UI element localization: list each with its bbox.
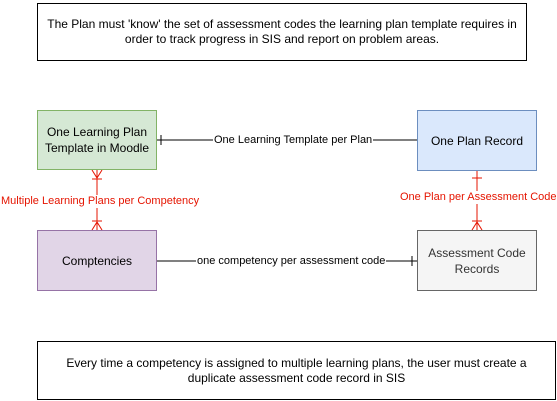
learning-plan-template-label: One Learning Plan Template in Moodle — [44, 125, 150, 155]
bottom-note: Every time a competency is assigned to m… — [37, 341, 556, 400]
assessment-code-records-label: Assessment Code Records — [428, 245, 526, 276]
competencies-label: Comptencies — [61, 253, 133, 268]
top-note: The Plan must 'know' the set of assessme… — [37, 3, 527, 61]
learning-plan-template-box[interactable]: One Learning Plan Template in Moodle — [37, 110, 157, 170]
top-note-text: The Plan must 'know' the set of assessme… — [47, 17, 517, 46]
competency-assessment-relationship-label: one competency per assessment code — [196, 255, 387, 268]
bottom-note-text: Every time a competency is assigned to m… — [66, 355, 527, 385]
template-plan-relationship-label: One Learning Template per Plan — [213, 134, 374, 147]
plan-assessment-relationship-label: One Plan per Assessment Code — [399, 191, 557, 204]
assessment-code-records-box[interactable]: Assessment Code Records — [417, 230, 537, 291]
template-competencies-relationship-label: Multiple Learning Plans per Competency — [0, 195, 201, 208]
competencies-box[interactable]: Comptencies — [37, 230, 157, 291]
plan-record-label: One Plan Record — [430, 133, 524, 148]
plan-record-box[interactable]: One Plan Record — [417, 110, 537, 171]
